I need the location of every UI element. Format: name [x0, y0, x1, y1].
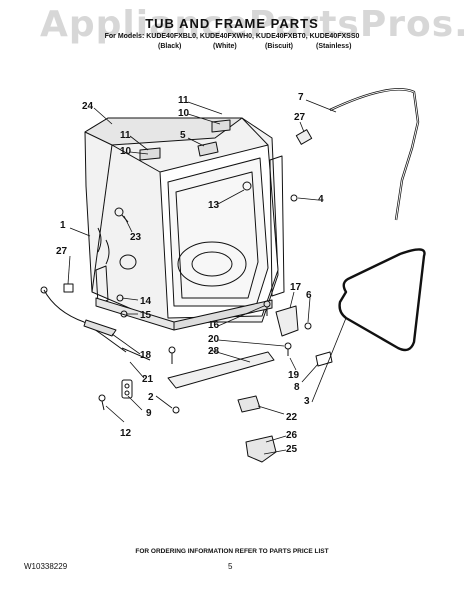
leader-lines	[67, 99, 347, 455]
callout-20: 20	[208, 334, 220, 345]
page-title: TUB AND FRAME PARTS	[145, 16, 319, 31]
document-number: W10338229	[24, 562, 68, 571]
callout-12: 12	[120, 428, 132, 439]
callout-22: 22	[286, 412, 298, 423]
callout-2: 2	[148, 392, 154, 403]
callout-labels: 24 11 10 7 27 5 11 10 13 4 1 23 27 14 15…	[56, 92, 324, 455]
callout-21: 21	[142, 374, 154, 385]
variant-white: (White)	[213, 43, 237, 50]
callout-26: 26	[286, 430, 298, 441]
callout-1: 1	[60, 220, 66, 231]
callout-11: 11	[178, 95, 189, 106]
callout-8: 8	[294, 382, 300, 393]
callout-5: 5	[180, 130, 186, 141]
callout-4: 4	[318, 194, 324, 205]
callout-16: 16	[208, 320, 220, 331]
callout-24: 24	[82, 101, 94, 112]
bottom-seal	[338, 248, 426, 352]
variant-black: (Black)	[158, 43, 182, 50]
callout-3: 3	[304, 396, 310, 407]
toe-bracket	[167, 351, 275, 389]
callout-10-lower: 10	[120, 146, 132, 157]
variant-stainless: (Stainless)	[316, 43, 352, 50]
callout-7: 7	[298, 92, 304, 103]
callout-27: 27	[294, 112, 306, 123]
ordering-note: FOR ORDERING INFORMATION REFER TO PARTS …	[135, 548, 329, 555]
callout-13: 13	[208, 200, 220, 211]
callout-17: 17	[290, 282, 302, 293]
variant-biscuit: (Biscuit)	[265, 43, 293, 50]
callout-9: 9	[146, 408, 152, 419]
callout-25: 25	[286, 444, 298, 455]
callout-18: 18	[140, 350, 152, 361]
callout-15: 15	[140, 310, 152, 321]
tub-assembly	[84, 117, 279, 323]
callout-19: 19	[288, 370, 300, 381]
callout-14: 14	[140, 296, 152, 307]
callout-27-left: 27	[56, 246, 68, 257]
callout-11-lower: 11	[120, 130, 131, 141]
callout-23: 23	[130, 232, 142, 243]
models-line: For Models: KUDE40FXBL0, KUDE40FXWH0, KU…	[104, 33, 360, 40]
callout-10: 10	[178, 108, 190, 119]
page-number: 5	[228, 562, 233, 571]
callout-6: 6	[306, 290, 312, 301]
door-gasket	[329, 88, 420, 221]
callout-28: 28	[208, 346, 220, 357]
